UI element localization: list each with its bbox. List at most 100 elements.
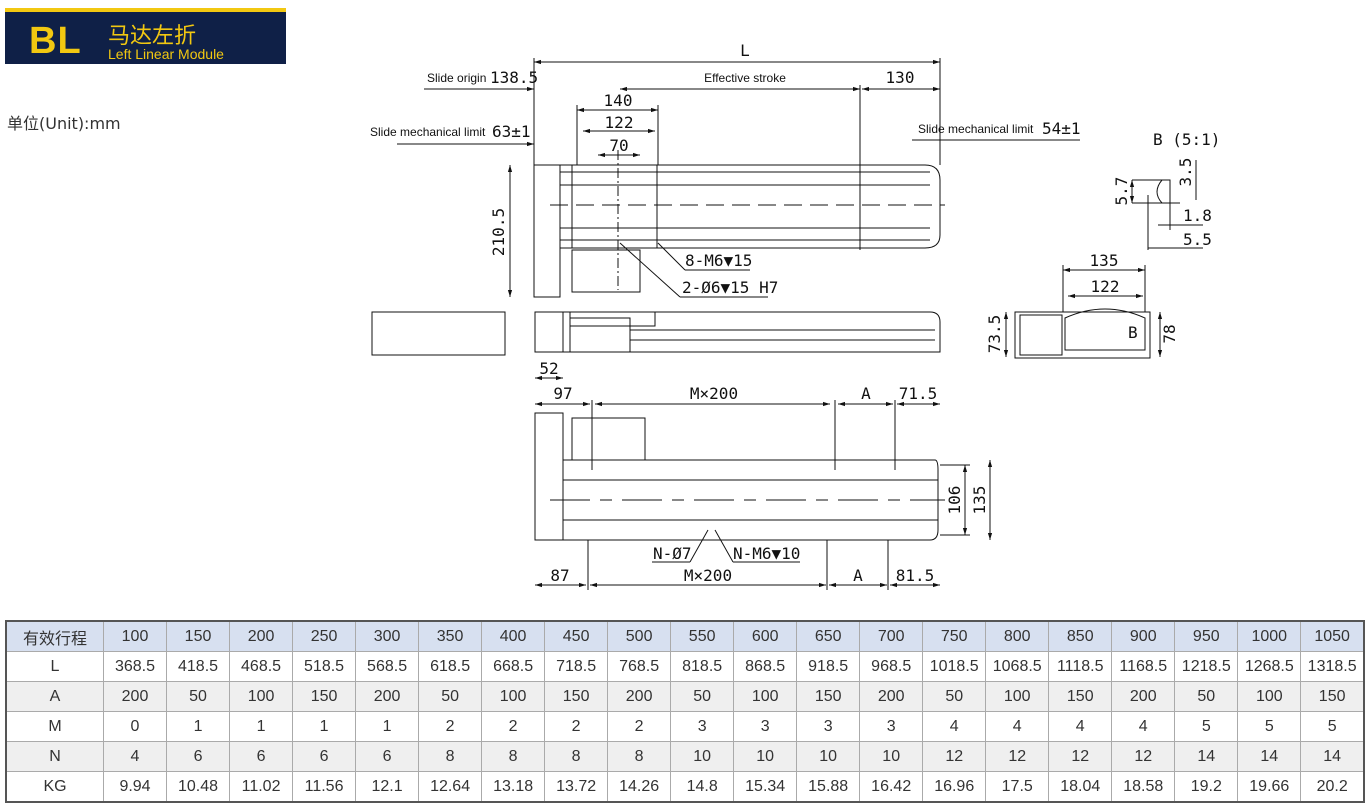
table-cell: 150: [292, 681, 357, 712]
model-title-cn: 马达左折: [108, 24, 197, 49]
table-cell: 1268.5: [1237, 651, 1302, 682]
detail-b-title: B (5:1): [1153, 130, 1220, 149]
slide-origin-value: 138.5: [490, 68, 538, 87]
technical-drawing: L Slide origin 138.5 Effective stroke 13…: [370, 41, 1220, 590]
table-cell: 15.34: [733, 771, 798, 803]
table-cell: 10: [796, 741, 861, 772]
dim-m200-bottom: M×200: [684, 566, 732, 585]
row-label: 有效行程: [5, 620, 104, 652]
hole-8-m6-label: 8-M6▼15: [685, 251, 752, 270]
dim-210-5: 210.5: [489, 208, 508, 256]
table-cell: 2: [418, 711, 483, 742]
dim-106: 106: [945, 486, 964, 515]
table-cell: 518.5: [292, 651, 357, 682]
table-cell: 800: [985, 620, 1050, 652]
table-cell: 14: [1174, 741, 1239, 772]
table-cell: 3: [859, 711, 924, 742]
table-cell: 1: [229, 711, 294, 742]
table-cell: 418.5: [166, 651, 231, 682]
table-cell: 918.5: [796, 651, 861, 682]
table-cell: 1: [166, 711, 231, 742]
dim-m200-top: M×200: [690, 384, 738, 403]
dim-5-7: 5.7: [1112, 177, 1131, 206]
table-cell: 5: [1300, 711, 1365, 742]
table-cell: 3: [670, 711, 735, 742]
table-cell: 100: [229, 681, 294, 712]
dim-81-5: 81.5: [896, 566, 935, 585]
table-cell: 12: [922, 741, 987, 772]
dim-73-5: 73.5: [985, 315, 1004, 354]
table-cell: 12.1: [355, 771, 420, 803]
table-cell: 950: [1174, 620, 1239, 652]
table-cell: 150: [166, 620, 231, 652]
table-cell: 18.58: [1111, 771, 1176, 803]
table-cell: 14: [1300, 741, 1365, 772]
table-cell: 200: [355, 681, 420, 712]
table-cell: 368.5: [102, 651, 168, 682]
table-cell: 50: [418, 681, 483, 712]
table-cell: 10: [733, 741, 798, 772]
table-cell: 200: [859, 681, 924, 712]
table-cell: 150: [544, 681, 609, 712]
table-cell: 1168.5: [1111, 651, 1176, 682]
table-cell: 2: [544, 711, 609, 742]
slide-mech-limit-left-label: Slide mechanical limit: [370, 125, 486, 139]
dim-130: 130: [886, 68, 915, 87]
row-label: A: [5, 681, 104, 712]
table-cell: 18.04: [1048, 771, 1113, 803]
table-cell: 12: [1048, 741, 1113, 772]
table-cell: 250: [292, 620, 357, 652]
table-cell: 6: [229, 741, 294, 772]
table-cell: 500: [607, 620, 672, 652]
slide-origin-label: Slide origin: [427, 71, 486, 85]
table-cell: 2: [607, 711, 672, 742]
table-cell: 868.5: [733, 651, 798, 682]
table-cell: 8: [418, 741, 483, 772]
detail-b-marker: B: [1128, 323, 1138, 342]
model-title-en: Left Linear Module: [108, 46, 224, 62]
effective-stroke-label: Effective stroke: [704, 71, 786, 85]
dim-78: 78: [1160, 324, 1179, 343]
table-cell: 200: [102, 681, 168, 712]
table-cell: 768.5: [607, 651, 672, 682]
table-cell: 900: [1111, 620, 1176, 652]
table-cell: 19.66: [1237, 771, 1302, 803]
table-cell: 750: [922, 620, 987, 652]
table-cell: 17.5: [985, 771, 1050, 803]
table-cell: 150: [796, 681, 861, 712]
table-cell: 200: [1111, 681, 1176, 712]
slide-mech-limit-left-value: 63±1: [492, 122, 531, 141]
dim-135-side: 135: [970, 486, 989, 515]
table-cell: 16.96: [922, 771, 987, 803]
table-cell: 1: [292, 711, 357, 742]
table-cell: 14.26: [607, 771, 672, 803]
table-cell: 13.72: [544, 771, 609, 803]
table-cell: 2: [481, 711, 546, 742]
slide-mech-limit-right-label: Slide mechanical limit: [918, 122, 1034, 136]
table-cell: 600: [733, 620, 798, 652]
table-cell: 12: [1111, 741, 1176, 772]
table-cell: 668.5: [481, 651, 546, 682]
dim-a-top: A: [861, 384, 871, 403]
table-cell: 12.64: [418, 771, 483, 803]
table-cell: 4: [922, 711, 987, 742]
table-cell: 850: [1048, 620, 1113, 652]
table-cell: 5: [1174, 711, 1239, 742]
table-cell: 3: [796, 711, 861, 742]
table-cell: 100: [733, 681, 798, 712]
dim-5-5: 5.5: [1183, 230, 1212, 249]
dim-140: 140: [604, 91, 633, 110]
table-cell: 11.02: [229, 771, 294, 803]
table-cell: 650: [796, 620, 861, 652]
table-cell: 1050: [1300, 620, 1365, 652]
table-cell: 11.56: [292, 771, 357, 803]
hole-2-d6-label: 2-Ø6▼15 H7: [682, 278, 778, 297]
row-label: M: [5, 711, 104, 742]
table-cell: 3: [733, 711, 798, 742]
table-cell: 0: [102, 711, 168, 742]
unit-label: 单位(Unit):mm: [7, 114, 121, 133]
